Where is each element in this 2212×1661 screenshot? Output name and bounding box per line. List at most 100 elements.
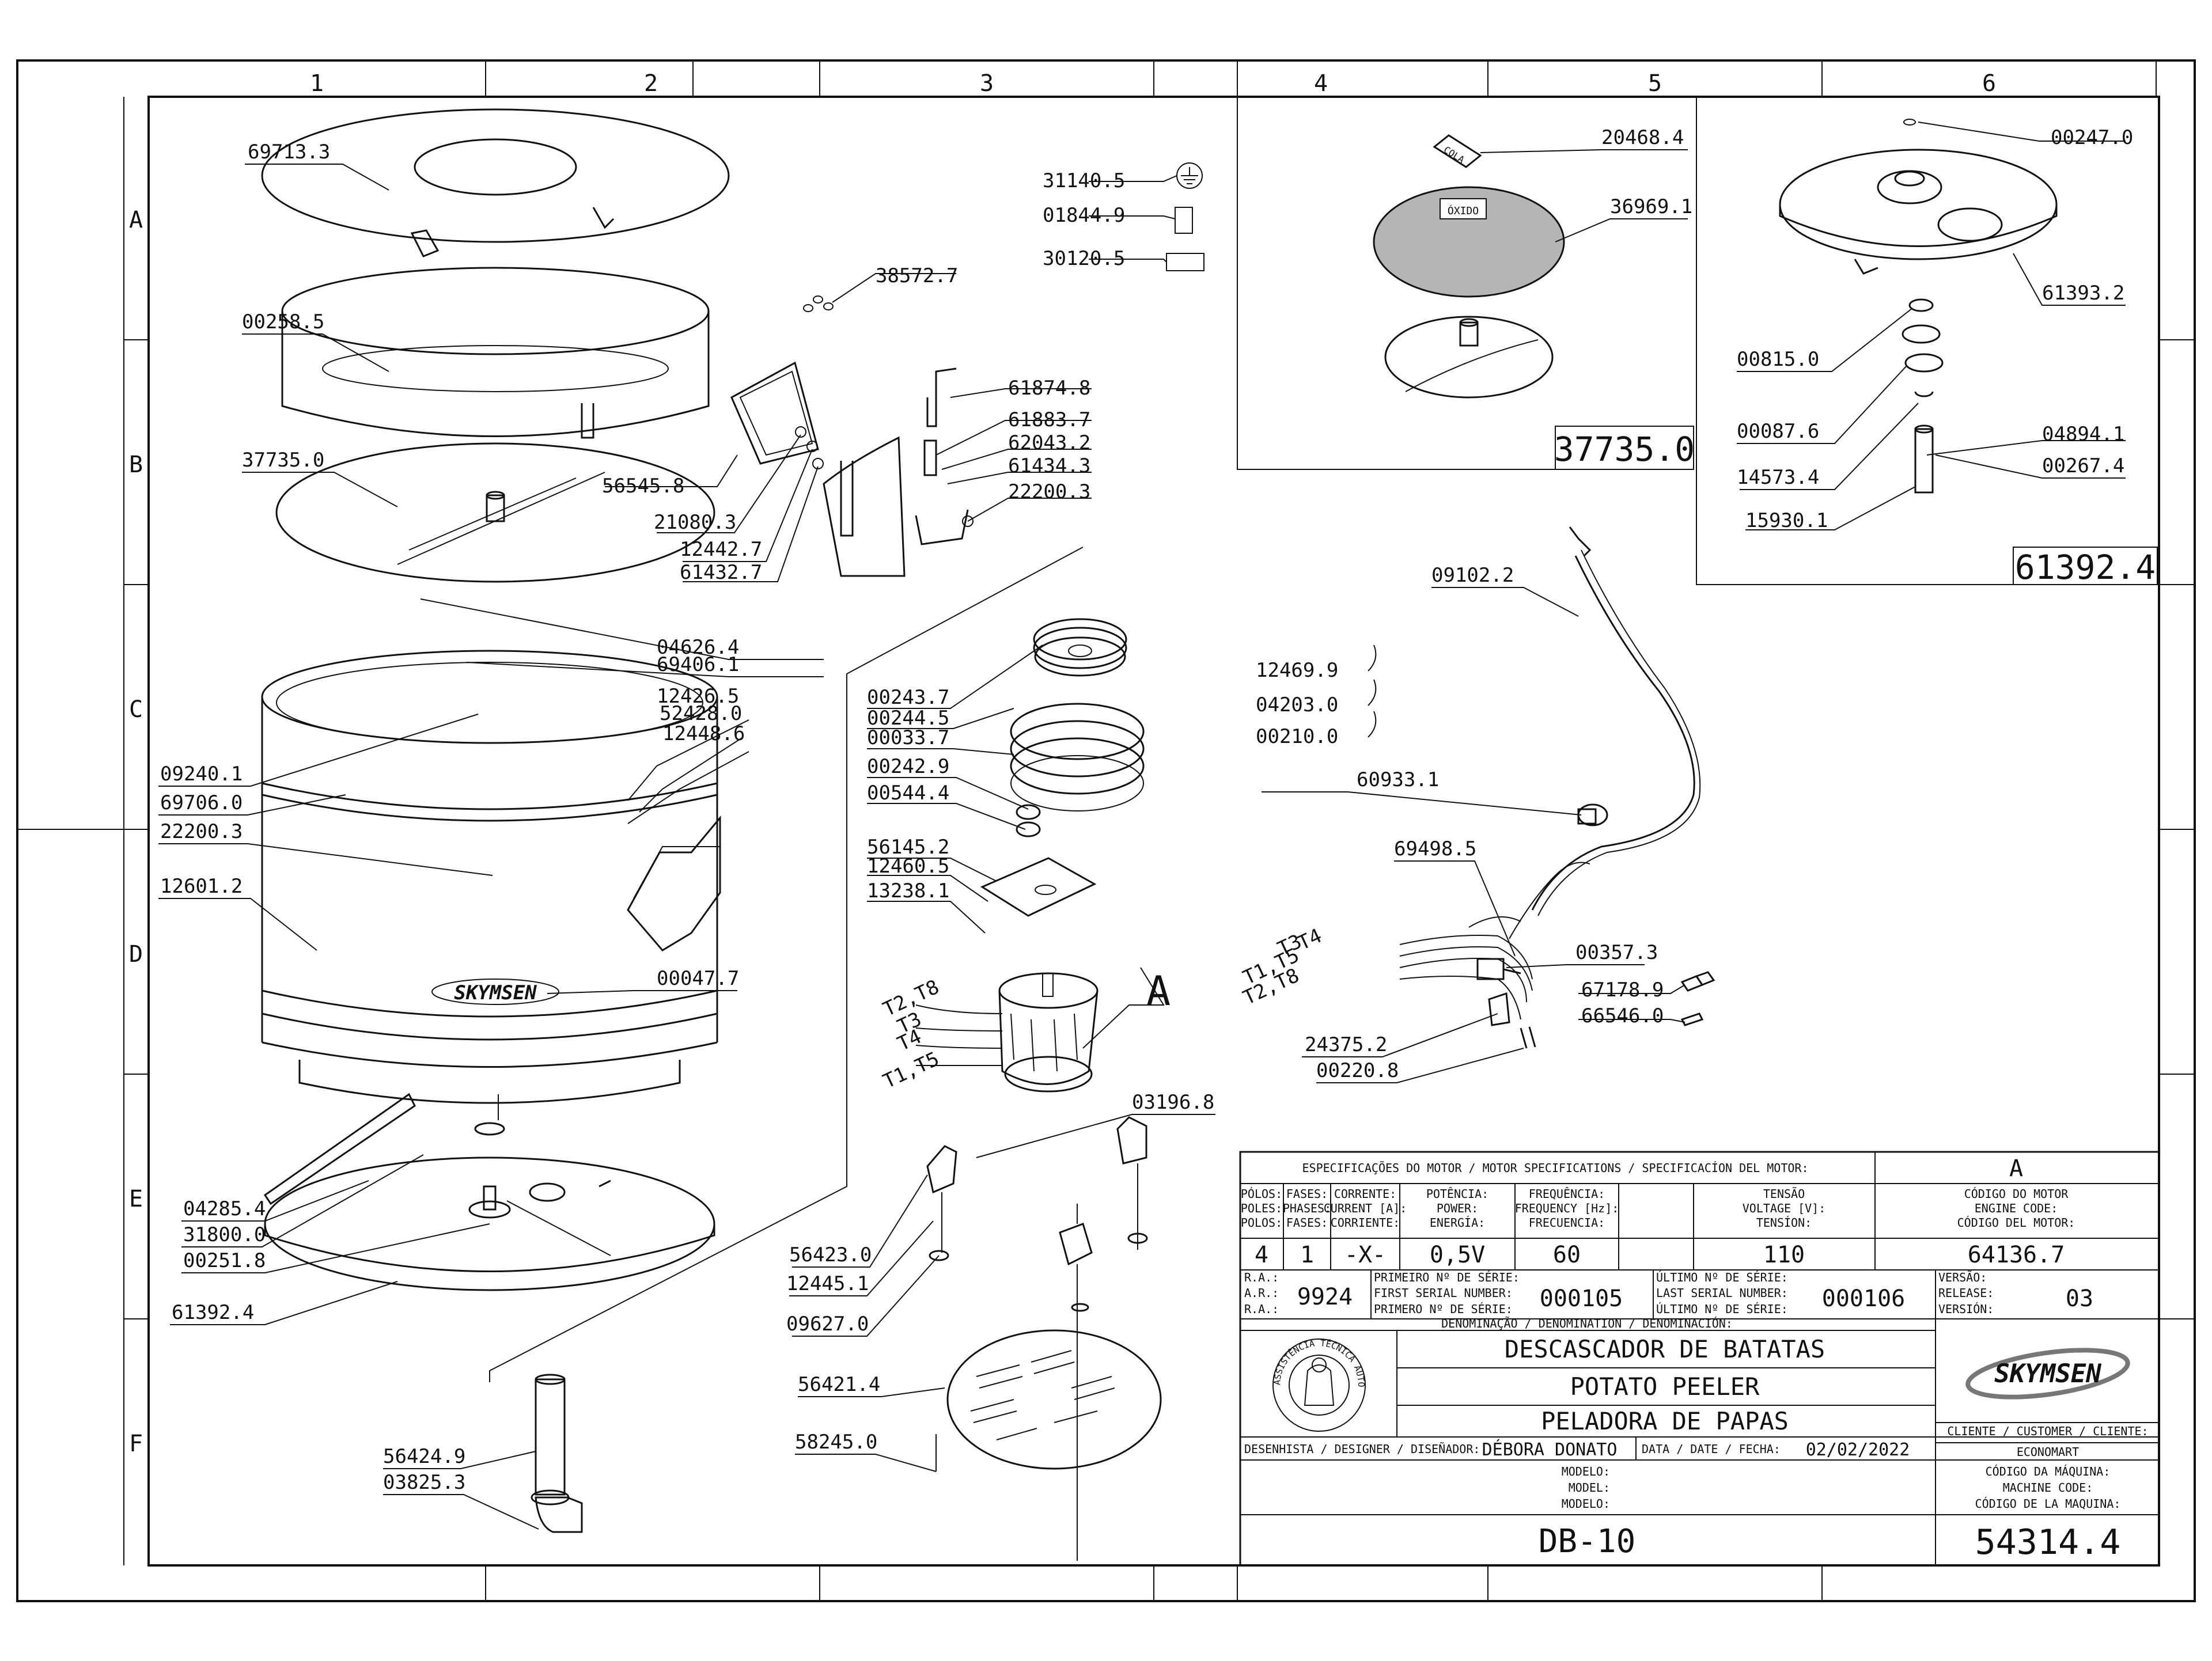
part-number-callouts: 69713.3 00258.5 37735.0 04626.4 69406.1 … bbox=[160, 126, 2133, 1494]
denomination-header: DENOMINAÇÃO / DENOMINATION / DENOMINACIÓ… bbox=[1441, 1317, 1733, 1330]
ring-00258-drawing bbox=[281, 267, 710, 439]
part-label: 22200.3 bbox=[1008, 480, 1090, 503]
part-label: 00220.8 bbox=[1316, 1059, 1399, 1082]
part-label: 56423.0 bbox=[789, 1243, 872, 1266]
part-label: 30120.5 bbox=[1043, 247, 1125, 270]
skymsen-logo: SKYMSEN bbox=[1965, 1348, 2130, 1400]
harness-69498-drawing bbox=[1399, 862, 1590, 1049]
version-label: VERSIÓN: bbox=[1938, 1302, 1994, 1316]
part-label: 31800.0 bbox=[183, 1223, 266, 1246]
feet-56423-drawing bbox=[926, 1116, 1148, 1561]
spec-headers: PÓLOS: POLES: POLOS: FASES: PHASES: FASE… bbox=[1241, 1187, 2075, 1230]
cable-clips-drawing bbox=[1368, 644, 1377, 738]
part-label: 69713.3 bbox=[248, 141, 330, 164]
part-label: 24375.2 bbox=[1305, 1033, 1387, 1056]
svg-text:SKYMSEN: SKYMSEN bbox=[1994, 1359, 2101, 1389]
inner-frame bbox=[147, 96, 2160, 1567]
part-label: 00247.0 bbox=[2051, 126, 2133, 149]
part-label: 09240.1 bbox=[160, 763, 243, 786]
machine-code: 54314.4 bbox=[1975, 1522, 2121, 1563]
part-label: 00244.5 bbox=[867, 707, 949, 730]
part-label: 22200.3 bbox=[160, 820, 243, 843]
part-label: 09627.0 bbox=[786, 1313, 869, 1336]
glue-tube-tag: COLA bbox=[1442, 144, 1467, 165]
part-label: 12426.5 bbox=[657, 685, 739, 708]
spec-h3: TENSÍON: bbox=[1756, 1216, 1812, 1230]
sticker-30120-icon bbox=[1166, 253, 1205, 271]
spec-value: 60 bbox=[1553, 1242, 1581, 1268]
part-label: 00242.9 bbox=[867, 755, 949, 778]
part-label: 61392.4 bbox=[172, 1301, 254, 1324]
window-56545-drawing bbox=[730, 361, 819, 465]
machine-code-label: MACHINE CODE: bbox=[2003, 1481, 2093, 1495]
col-label: 6 bbox=[1982, 70, 1996, 97]
part-label: 04285.4 bbox=[183, 1197, 266, 1220]
model-labels: MODELO: MODEL: MODELO: CÓDIGO DA MÁQUINA… bbox=[1562, 1465, 2121, 1511]
model: DB-10 bbox=[1539, 1523, 1636, 1560]
part-label: 61393.2 bbox=[2042, 282, 2124, 305]
product-name-en: POTATO PEELER bbox=[1570, 1372, 1760, 1401]
col-label: 4 bbox=[1314, 70, 1328, 97]
last-serial: 000106 bbox=[1822, 1285, 1906, 1312]
row-label: E bbox=[129, 1186, 143, 1212]
first-serial: 000105 bbox=[1540, 1285, 1623, 1312]
detail-A-leader bbox=[1082, 967, 1165, 1049]
spec-h1: POTÊNCIA: bbox=[1426, 1187, 1488, 1201]
model-label: MODELO: bbox=[1562, 1465, 1610, 1478]
ra-value: 9924 bbox=[1297, 1284, 1353, 1310]
inset-5-label: 37735.0 bbox=[1554, 430, 1695, 469]
connector-00357-drawing bbox=[1476, 958, 1521, 980]
version-label: RELEASE: bbox=[1938, 1286, 1994, 1300]
part-label: 37735.0 bbox=[242, 449, 324, 472]
part-label: 56145.2 bbox=[867, 836, 949, 859]
part-label: 61883.7 bbox=[1008, 408, 1090, 431]
part-label: 15930.1 bbox=[1745, 509, 1828, 532]
version-label: VERSÃO: bbox=[1938, 1271, 1987, 1284]
last-serial-label: ÚLTIMO Nº DE SÉRIE: bbox=[1656, 1302, 1788, 1316]
spec-h1: TENSÃO bbox=[1763, 1187, 1805, 1201]
part-label: 00258.5 bbox=[242, 310, 324, 333]
part-label: 36969.1 bbox=[1610, 195, 1692, 218]
detail-A-letter: A bbox=[1146, 968, 1171, 1015]
spec-value: -X- bbox=[1344, 1242, 1386, 1268]
part-label: 01844.9 bbox=[1043, 204, 1125, 227]
part-label: 56421.4 bbox=[798, 1373, 880, 1396]
part-label: 13238.1 bbox=[867, 879, 949, 902]
part-label: 03196.8 bbox=[1132, 1091, 1214, 1114]
date: 02/02/2022 bbox=[1806, 1440, 1910, 1460]
col-label: 1 bbox=[310, 70, 324, 97]
power-cord-09102-drawing bbox=[1531, 526, 1701, 916]
part-label: 20468.4 bbox=[1601, 126, 1684, 149]
inset-6-tag bbox=[2013, 547, 2158, 585]
belt-00244-drawing bbox=[1010, 703, 1145, 811]
arms-and-rods bbox=[263, 1093, 611, 1256]
motor-spec-header: ESPECIFICAÇÕES DO MOTOR / MOTOR SPECIFIC… bbox=[1302, 1161, 1809, 1175]
part-label: 61874.8 bbox=[1008, 377, 1090, 400]
ra-label: R.A.: bbox=[1244, 1271, 1279, 1284]
motor-code: 64136.7 bbox=[1968, 1242, 2065, 1268]
glue-tube-20468-drawing: COLA bbox=[1433, 134, 1482, 168]
motor-code-h3: CÓDIGO DEL MOTOR: bbox=[1957, 1216, 2075, 1230]
product-name-es: PELADORA DE PAPAS bbox=[1541, 1407, 1789, 1435]
col-label: 3 bbox=[980, 70, 994, 97]
motor-code-h2: ENGINE CODE: bbox=[1975, 1201, 2058, 1215]
part-label: 00267.4 bbox=[2042, 454, 2124, 477]
date-label: DATA / DATE / FECHA: bbox=[1642, 1442, 1781, 1456]
terminals-drawing bbox=[1680, 971, 1715, 1026]
wire-label: T1,T5 bbox=[880, 1048, 943, 1094]
lid-69713-drawing bbox=[261, 108, 730, 257]
motor-stator-drawing bbox=[915, 972, 1099, 1093]
spec-h1: FASES: bbox=[1286, 1187, 1328, 1201]
part-label: 52428.0 bbox=[660, 702, 742, 725]
drum-69706-drawing: SKYMSEN bbox=[261, 650, 721, 1104]
part-label: 67178.9 bbox=[1581, 979, 1664, 1002]
motor-code-letter: A bbox=[2009, 1155, 2023, 1182]
client: ECONOMART bbox=[2017, 1445, 2079, 1459]
part-label: 58245.0 bbox=[795, 1431, 877, 1454]
row-label: D bbox=[129, 941, 143, 968]
assembly-outline bbox=[489, 547, 1084, 1382]
part-label: 61432.7 bbox=[680, 561, 762, 584]
designer: DÉBORA DONATO bbox=[1482, 1439, 1618, 1460]
spec-h2: CURRENT [A]: bbox=[1324, 1201, 1407, 1215]
first-serial-label: PRIMERO Nº DE SÉRIE: bbox=[1374, 1302, 1513, 1316]
